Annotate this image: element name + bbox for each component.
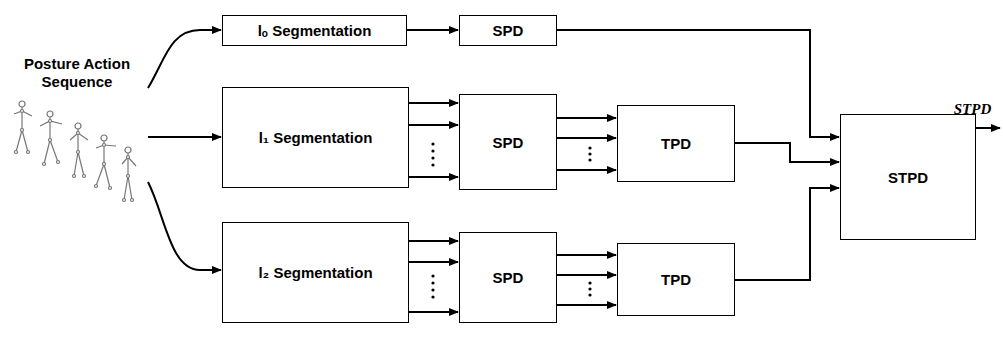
process-box: l₂ Segmentation: [222, 222, 409, 323]
flow-arrow: [735, 188, 839, 280]
box-label: TPD: [661, 271, 691, 288]
box-label: SPD: [493, 22, 524, 39]
flow-arrow: [557, 169, 616, 171]
process-box: l₁ Segmentation: [222, 87, 409, 188]
output-label: STPD: [945, 100, 1000, 118]
process-box: lₒ Segmentation: [222, 15, 407, 46]
flow-arrow: [409, 124, 458, 126]
box-label: l₂ Segmentation: [258, 264, 372, 281]
flow-arrow: [557, 117, 616, 119]
process-box: SPD: [459, 232, 557, 323]
process-box: SPD: [459, 94, 557, 190]
flow-arrow: [557, 254, 616, 256]
flow-arrow: [557, 274, 616, 276]
skeleton-figures: [14, 101, 136, 202]
process-box: STPD: [840, 114, 976, 240]
process-box: TPD: [617, 105, 735, 182]
flow-arrow: [409, 176, 458, 178]
box-label: l₁ Segmentation: [259, 129, 373, 146]
process-box: TPD: [617, 243, 735, 316]
box-label: lₒ Segmentation: [258, 22, 372, 39]
box-label: TPD: [661, 135, 691, 152]
sequence-title: Posture Action Sequence: [2, 55, 152, 91]
process-box: SPD: [459, 15, 557, 46]
box-label: SPD: [493, 269, 524, 286]
flow-arrow: [409, 261, 458, 263]
flow-arrow: [409, 311, 458, 313]
flow-arrow: [557, 137, 616, 139]
flow-arrow: [557, 304, 616, 306]
flow-arrow: [407, 29, 458, 31]
flow-arrow: [735, 143, 839, 162]
flow-arrow: [409, 240, 458, 242]
flow-arrow: [409, 102, 458, 104]
box-label: STPD: [888, 169, 928, 186]
box-label: SPD: [493, 134, 524, 151]
